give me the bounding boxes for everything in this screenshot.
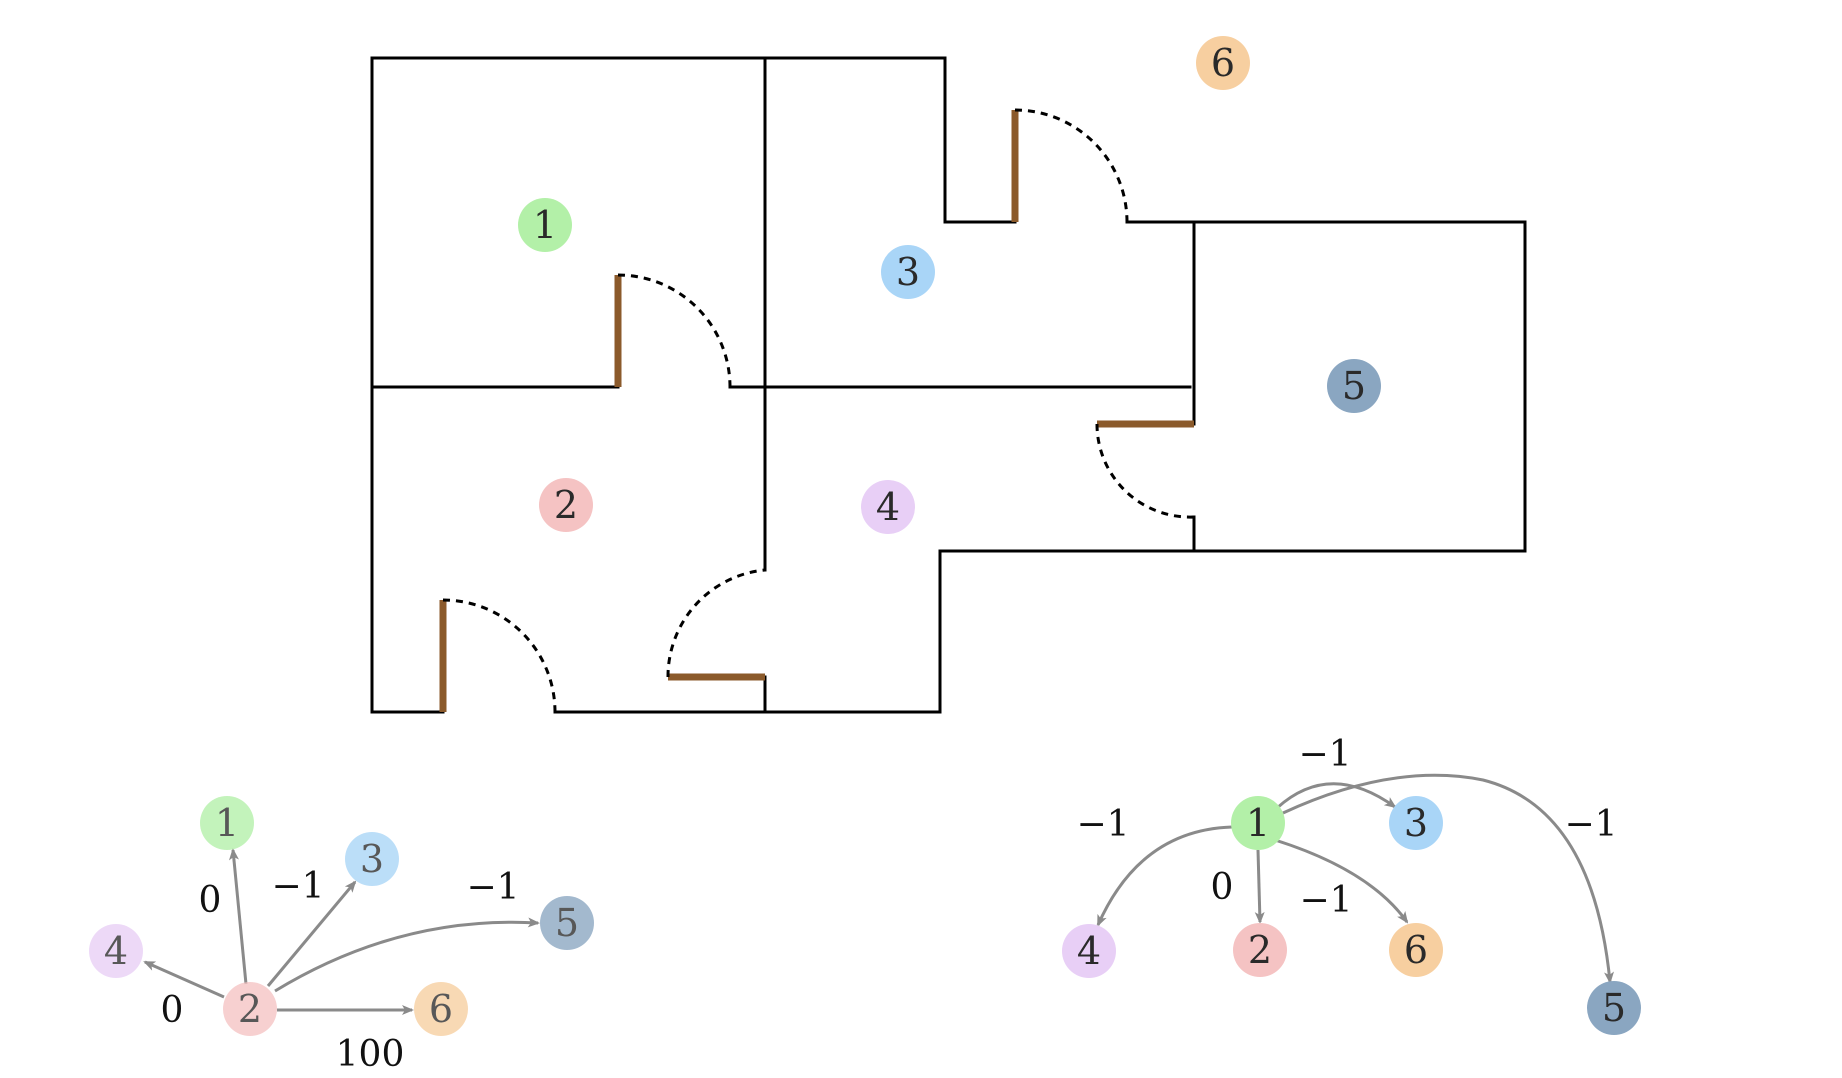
graph-right-node-3: 3 [1389, 796, 1443, 850]
node-circle [89, 924, 143, 978]
graph-right: −1 −1 0 −1 −1 1 2 3 4 [1062, 734, 1641, 1035]
node-label: 5 [555, 901, 579, 945]
edge-2-to-1 [228, 848, 248, 985]
room-6-marker: 6 [1196, 36, 1250, 90]
graph-left-node-5: 5 [540, 896, 594, 950]
room-4-circle [861, 480, 915, 534]
graph-left-weights: 0 −1 0 −1 100 [161, 866, 520, 1075]
edge-1-to-6 [1274, 838, 1409, 924]
weight-1-to-4: −1 [1076, 804, 1129, 845]
node-circle [1062, 924, 1116, 978]
node-label: 1 [215, 801, 239, 845]
door-swing [1095, 423, 1195, 519]
node-circle [223, 982, 277, 1036]
graph-left-nodes: 1 2 3 4 5 6 [89, 796, 594, 1036]
node-label: 2 [238, 987, 262, 1031]
node-label: 1 [1246, 801, 1270, 845]
graph-right-edges [1096, 773, 1615, 984]
node-circle [540, 896, 594, 950]
graph-left-edges [143, 848, 540, 1015]
door-swing [666, 568, 766, 678]
room-3-label: 3 [896, 250, 920, 294]
node-circle [1389, 796, 1443, 850]
edge-1-to-2 [1254, 849, 1265, 924]
room-1-circle [518, 198, 572, 252]
node-circle [1233, 923, 1287, 977]
node-label: 3 [360, 837, 384, 881]
node-label: 4 [104, 929, 128, 973]
weight-2-to-4: 0 [161, 990, 184, 1031]
graph-left-node-6: 6 [414, 982, 468, 1036]
room-5-label: 5 [1342, 364, 1366, 408]
node-circle [1231, 796, 1285, 850]
graph-left-node-3: 3 [345, 832, 399, 886]
graph-left: 0 −1 0 −1 100 1 2 3 4 [89, 796, 594, 1075]
graph-right-weights: −1 −1 0 −1 −1 [1076, 734, 1617, 921]
edge-1-to-4 [1096, 825, 1233, 927]
floorplan: 1 2 3 4 5 6 [370, 36, 1527, 714]
door-swing [1014, 108, 1129, 223]
room-6-circle [1196, 36, 1250, 90]
room-2-marker: 2 [539, 478, 593, 532]
room-3-circle [881, 245, 935, 299]
room-1-label: 1 [533, 203, 557, 247]
room-3-marker: 3 [881, 245, 935, 299]
edge-2-to-4 [143, 960, 225, 999]
node-circle [345, 832, 399, 886]
graph-right-node-2: 2 [1233, 923, 1287, 977]
weight-2-to-6: 100 [336, 1034, 405, 1075]
node-circle [1389, 923, 1443, 977]
door-swing [442, 598, 557, 713]
room-markers: 1 2 3 4 5 6 [518, 36, 1381, 534]
walls [370, 56, 1527, 714]
room-4-marker: 4 [861, 480, 915, 534]
node-label: 3 [1404, 801, 1428, 845]
node-label: 6 [1404, 928, 1428, 972]
graph-right-node-6: 6 [1389, 923, 1443, 977]
doors [439, 108, 1195, 713]
node-label: 5 [1602, 986, 1626, 1030]
weight-2-to-5: −1 [466, 867, 519, 908]
weight-2-to-3: −1 [271, 866, 324, 907]
node-circle [414, 982, 468, 1036]
room-5-circle [1327, 359, 1381, 413]
edge-1-to-3 [1275, 782, 1397, 810]
node-label: 2 [1248, 928, 1272, 972]
room-4-label: 4 [876, 485, 900, 529]
node-circle [1587, 981, 1641, 1035]
door-swing [617, 273, 732, 388]
graph-right-node-4: 4 [1062, 924, 1116, 978]
room-1-marker: 1 [518, 198, 572, 252]
edge-2-to-5 [274, 917, 540, 993]
node-label: 6 [429, 987, 453, 1031]
weight-1-to-2: 0 [1211, 867, 1234, 908]
graph-left-node-1: 1 [200, 796, 254, 850]
room-2-label: 2 [554, 483, 578, 527]
node-circle [200, 796, 254, 850]
edge-1-to-5 [1282, 773, 1615, 984]
graph-left-node-2: 2 [223, 982, 277, 1036]
weight-1-to-6: −1 [1299, 880, 1352, 921]
graph-right-nodes: 1 2 3 4 5 6 [1062, 796, 1641, 1035]
room-6-label: 6 [1211, 41, 1235, 85]
edge-2-to-3 [266, 880, 357, 987]
weight-2-to-1: 0 [199, 880, 222, 921]
room-5-marker: 5 [1327, 359, 1381, 413]
weight-1-to-5: −1 [1564, 804, 1617, 845]
room-2-circle [539, 478, 593, 532]
graph-left-node-4: 4 [89, 924, 143, 978]
graph-right-node-1: 1 [1231, 796, 1285, 850]
graph-right-node-5: 5 [1587, 981, 1641, 1035]
weight-1-to-3: −1 [1298, 734, 1351, 775]
node-label: 4 [1077, 929, 1101, 973]
